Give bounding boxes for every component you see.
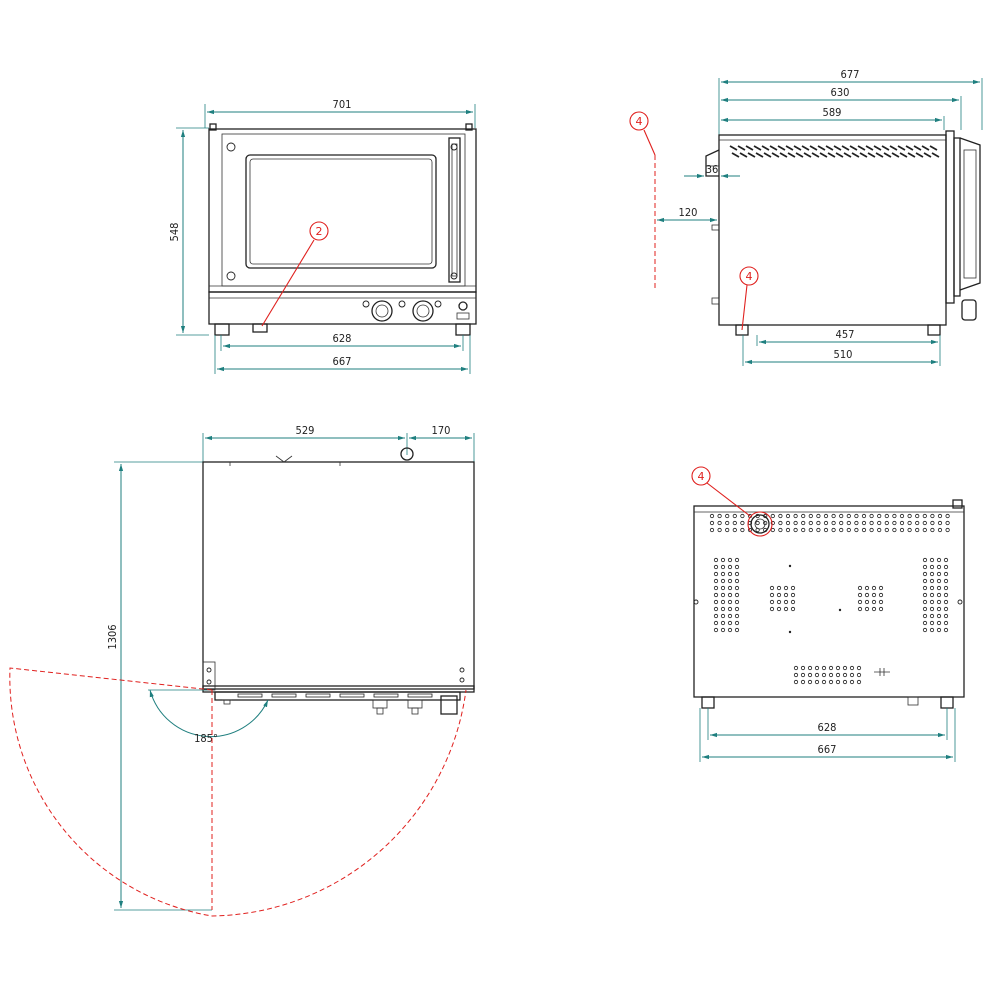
top-view: 529 170 1306 185° xyxy=(9,424,475,917)
dim-front-width-overall: 701 xyxy=(333,98,352,111)
dim-front-feet-inner: 628 xyxy=(333,332,352,345)
control-panel xyxy=(208,291,477,325)
door-swing-area xyxy=(9,667,467,917)
door-angle-arc xyxy=(149,689,269,738)
dim-side-depth-body: 589 xyxy=(823,106,842,119)
rear-outlet xyxy=(750,514,770,534)
callout-2-circle xyxy=(309,221,329,241)
dim-rear-feet-outer: 667 xyxy=(818,743,837,756)
foot xyxy=(735,324,749,336)
callout-4-side-label: 4 xyxy=(636,115,643,128)
dim-top-door-swing: 1306 xyxy=(106,624,119,649)
callout-2-label: 2 xyxy=(316,225,323,238)
brand-logo xyxy=(456,301,470,320)
rear-vent-holes xyxy=(709,513,950,685)
dim-front-height: 548 xyxy=(168,223,181,242)
dim-front-feet-outer: 667 xyxy=(333,355,352,368)
foot xyxy=(927,324,941,336)
door-top xyxy=(214,691,461,701)
rear-view: 4 628 667 xyxy=(691,466,965,762)
callout-4-circle xyxy=(691,466,711,486)
dim-rear-feet-inner: 628 xyxy=(818,721,837,734)
callout-4-circle xyxy=(629,111,649,131)
side-view: 677 630 589 36 120 xyxy=(629,68,983,366)
dim-top-body-depth: 529 xyxy=(296,424,315,437)
foot xyxy=(940,696,954,709)
knob-right xyxy=(412,300,434,322)
door-handle xyxy=(448,137,461,283)
dim-top-door-angle: 185° xyxy=(194,732,218,745)
dim-side-feet-inner: 457 xyxy=(836,328,855,341)
dim-top-rear-projection: 170 xyxy=(432,424,451,437)
vent-slots xyxy=(729,145,940,158)
door-knob-side xyxy=(961,299,977,321)
callout-4-circle xyxy=(739,266,759,286)
knob-left xyxy=(371,300,393,322)
door-window xyxy=(245,154,437,269)
front-view: 701 548 xyxy=(168,98,477,374)
callout-4-bottom-label: 4 xyxy=(746,270,753,283)
dim-side-feet-outer: 510 xyxy=(834,348,853,361)
handle-top xyxy=(440,695,458,715)
oven-body-side xyxy=(718,134,947,326)
foot xyxy=(455,323,471,336)
dim-side-depth-door: 630 xyxy=(831,86,850,99)
dim-side-depth-overall: 677 xyxy=(841,68,860,81)
dim-side-clearance: 120 xyxy=(679,206,698,219)
door-slots xyxy=(237,693,433,698)
foot xyxy=(214,323,230,336)
oven-body-top xyxy=(202,461,475,690)
callout-4-rear-label: 4 xyxy=(698,470,705,483)
foot xyxy=(701,696,715,709)
steam-outlet-top xyxy=(400,447,414,461)
dim-side-vent-offset: 36 xyxy=(706,163,719,176)
